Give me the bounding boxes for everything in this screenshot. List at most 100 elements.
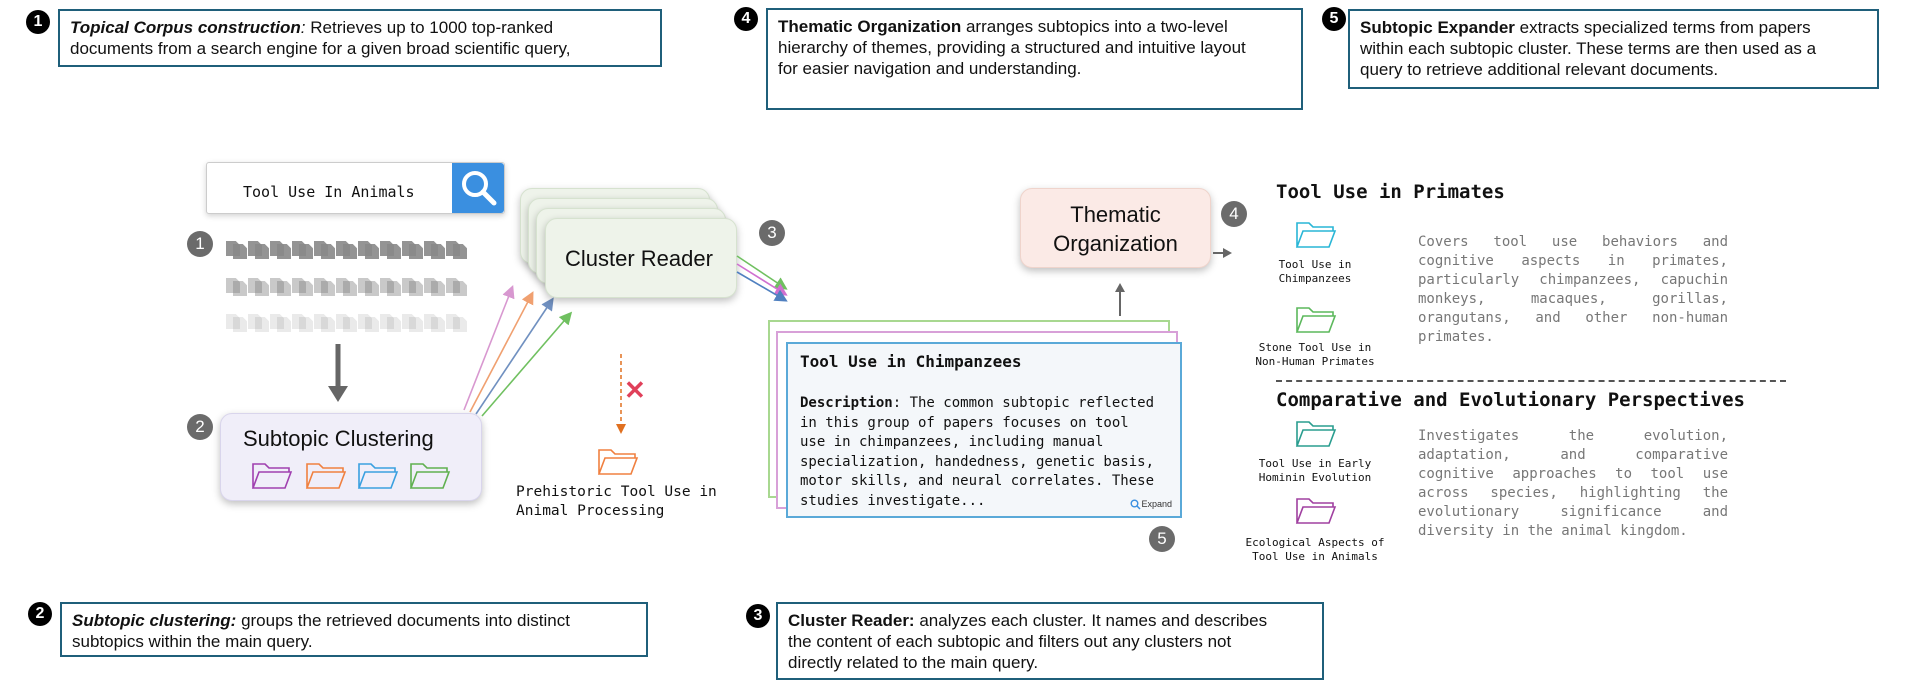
thematic-line2: Organization [1053,231,1178,256]
search-bar[interactable]: Tool Use In Animals [206,162,505,214]
expand-label: Expand [1141,498,1172,509]
filtered-x-icon: ✕ [624,375,646,405]
document-icon [365,281,379,296]
subtopic-label-line2: Chimpanzees [1278,272,1352,285]
document-icon [358,278,372,293]
folder-icon [1295,498,1337,524]
callout-4-line3: for easier navigation and understanding. [778,59,1082,78]
document-icon [270,278,284,293]
description-line6: studies investigate... [800,492,986,509]
description-line2: in this group of papers focuses on tool [800,414,1129,431]
callout-3-line2: the content of each subtopic and filters… [788,632,1232,651]
document-icon [431,244,445,259]
theme-1-description: Covers tool use behaviors and cognitive … [1418,234,1728,345]
document-icon [255,244,269,259]
document-icon [409,244,423,259]
document-icon [431,281,445,296]
document-icon [387,281,401,296]
subtopic-label-line2: Non-Human Primates [1255,355,1375,368]
subtopic-clustering-card: Subtopic Clustering [220,413,482,501]
step-1-marker: 1 [187,231,213,257]
document-icon [343,317,357,332]
callout-subtopic-clustering: Subtopic clustering: groups the retrieve… [60,602,648,657]
document-icon [431,317,445,332]
folder-icon [409,463,451,489]
step-2-badge: 2 [28,602,52,626]
subtopic-label: Stone Tool Use in Non-Human Primates [1245,341,1385,369]
callout-3-line1: Cluster Reader: analyzes each cluster. I… [788,611,1268,630]
callout-4-line1: Thematic Organization arranges subtopics… [778,17,1228,36]
description-line1: : The common subtopic reflected [892,395,1155,411]
cluster-reader-title: Cluster Reader [565,246,713,271]
callout-1-line2: documents from a search engine for a giv… [70,39,571,58]
description-label: Description [800,395,893,411]
description-card-title: Tool Use in Chimpanzees [800,352,1022,371]
document-icon [453,317,467,332]
document-icon [248,314,262,329]
search-button[interactable] [452,163,504,213]
document-icon [446,278,460,293]
cluster-reader-card: Cluster Reader [545,218,737,298]
document-icon [255,317,269,332]
document-icon [387,317,401,332]
subtopic-label-line1: Ecological Aspects of [1245,536,1385,549]
document-icon [321,317,335,332]
callout-5-line1: Subtopic Expander extracts specialized t… [1360,18,1811,37]
document-icon [321,244,335,259]
document-icon [380,314,394,329]
theme-2-description: Investigates the evolution, adaptation, … [1418,428,1728,539]
callout-3-line3: directly related to the main query. [788,653,1039,672]
document-icon [343,281,357,296]
description-line4: specialization, handedness, genetic basi… [800,453,1155,470]
document-icon [358,314,372,329]
folder-icon [1295,421,1337,447]
theme-1-title: Tool Use in Primates [1276,181,1505,203]
subtopic-label-line1: Tool Use in [1278,258,1352,271]
step-2-marker: 2 [187,414,213,440]
document-icon [409,317,423,332]
callout-subtopic-expander: Subtopic Expander extracts specialized t… [1348,9,1879,89]
document-icon [424,278,438,293]
document-icon [292,278,306,293]
subtopic-label-line2: Hominin Evolution [1258,471,1372,484]
document-icon [233,281,247,296]
subtopic-clustering-title: Subtopic Clustering [243,426,434,451]
document-icon [255,281,269,296]
up-arrow [1115,283,1125,316]
description-line5: motor skills, and neural correlates. The… [800,473,1155,489]
step-5-marker: 5 [1149,526,1175,552]
callout-4-line2: hierarchy of themes, providing a structu… [778,38,1246,57]
document-icon [365,317,379,332]
subtopic-label-line1: Stone Tool Use in [1258,341,1372,354]
step-4-badge: 4 [734,7,758,31]
filtered-cluster-label: Prehistoric Tool Use in Animal Processin… [516,483,717,521]
subtopic-label: Tool Use in Chimpanzees [1245,258,1385,286]
folder-icon [1295,307,1337,333]
callout-corpus-construction: Topical Corpus construction: Retrieves u… [58,9,662,67]
callout-2-line1: Subtopic clustering: groups the retrieve… [72,611,570,630]
document-icon [277,244,291,259]
document-icon [299,281,313,296]
document-icon [233,244,247,259]
magnifier-icon [1130,499,1141,510]
callout-thematic-organization: Thematic Organization arranges subtopics… [766,8,1303,110]
document-icon [321,281,335,296]
document-icon [277,317,291,332]
document-icon [402,278,416,293]
document-icon [446,314,460,329]
document-icon [453,281,467,296]
document-icon [453,244,467,259]
filtered-label-line1: Prehistoric Tool Use in [516,484,717,500]
thematic-line1: Thematic [1070,202,1161,227]
document-icon [336,278,350,293]
document-icon [248,278,262,293]
document-icon [226,278,240,293]
document-icon [387,244,401,259]
reader-to-description-arrows [736,255,788,302]
theme-divider [1276,380,1786,382]
document-icon [277,281,291,296]
expand-button[interactable]: Expand [1130,499,1172,510]
search-icon [462,171,497,206]
down-arrow [328,344,348,402]
document-icon [314,314,328,329]
